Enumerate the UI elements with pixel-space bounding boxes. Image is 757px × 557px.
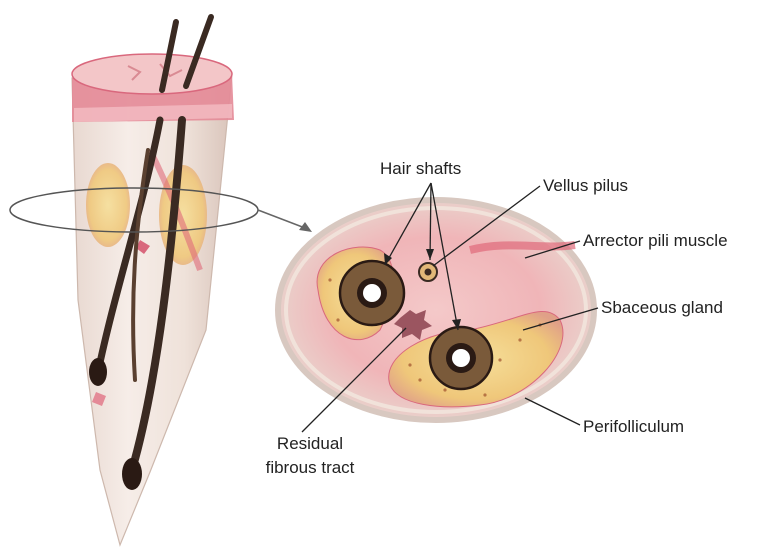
gland-left-cone <box>86 163 130 247</box>
label-residual-fibrous-tract: Residual fibrous tract <box>250 432 370 480</box>
hair-bulb <box>122 458 142 490</box>
section-arrow <box>258 210 312 232</box>
hair-shaft-section-1 <box>340 261 404 325</box>
label-residual-line1: Residual <box>250 432 370 456</box>
follicle-unit-3d <box>10 17 258 545</box>
follicle-top-surface <box>72 54 232 94</box>
label-residual-line2: fibrous tract <box>250 456 370 480</box>
hair-bulb <box>89 358 107 386</box>
label-vellus-pilus: Vellus pilus <box>543 175 628 197</box>
label-hair-shafts: Hair shafts <box>380 158 461 180</box>
hair-shaft-section-2 <box>430 327 492 389</box>
cross-section <box>278 200 594 420</box>
label-sebaceous-gland: Sbaceous gland <box>601 297 723 319</box>
label-arrector-pili-muscle: Arrector pili muscle <box>583 230 728 252</box>
label-perifolliculum: Perifolliculum <box>583 416 684 438</box>
leader-perifolliculum <box>525 398 580 425</box>
